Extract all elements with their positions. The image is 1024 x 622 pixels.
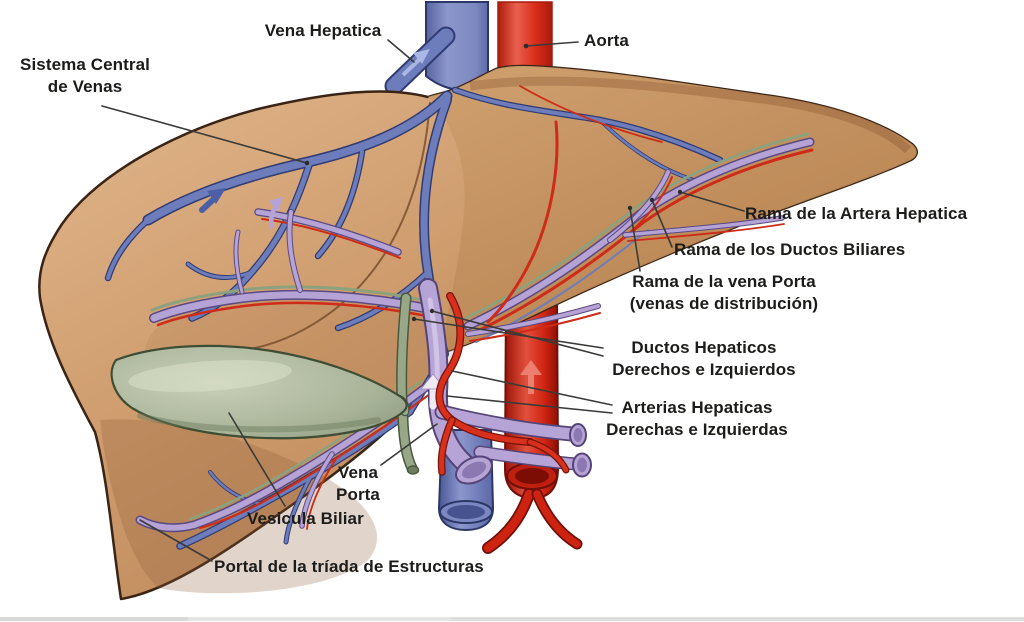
flow-arrow-aorta-icon <box>520 360 542 394</box>
flow-arrow-portal-branch-icon <box>269 197 283 229</box>
flow-arrow-left-lobe-icon <box>199 188 226 213</box>
label-aorta: Aorta <box>584 31 629 50</box>
label-arterias-hepaticas: Arterias Hepaticas Derechas e Izquierdas <box>606 398 788 439</box>
label-rama-vena-porta: Rama de la vena Porta (venas de distribu… <box>629 272 819 313</box>
label-vena-hepatica: Vena Hepatica <box>264 21 382 40</box>
label-sistema-central-de-venas: Sistema Central de Venas <box>20 55 150 96</box>
bottom-edge-artifact <box>450 617 1024 621</box>
label-ductos-hepaticos: Ductos Hepaticos Derechos e Izquierdos <box>612 338 796 379</box>
aorta-top-tube <box>497 1 553 75</box>
gallbladder <box>110 344 408 440</box>
leader-lines <box>101 39 745 562</box>
leader-dots <box>304 43 683 322</box>
label-rama-artera-hepatica: Rama de la Artera Hepatica <box>745 204 968 223</box>
label-portal-triada: Portal de la tríada de Estructuras <box>214 557 484 576</box>
bottom-edge-artifact <box>188 617 450 621</box>
flow-arrow-hepatic-vein-icon <box>401 49 430 77</box>
vena-cava-top-tube <box>384 1 489 96</box>
label-vena-porta: Vena Porta <box>336 463 380 504</box>
portal-triad-network <box>135 85 815 533</box>
label-rama-ductos-biliares: Rama de los Ductos Biliares <box>674 240 906 259</box>
hepatic-artery <box>435 292 570 476</box>
bottom-edge-artifact <box>0 617 188 621</box>
label-vesicula-biliar: Vesicula Biliar <box>247 509 364 528</box>
